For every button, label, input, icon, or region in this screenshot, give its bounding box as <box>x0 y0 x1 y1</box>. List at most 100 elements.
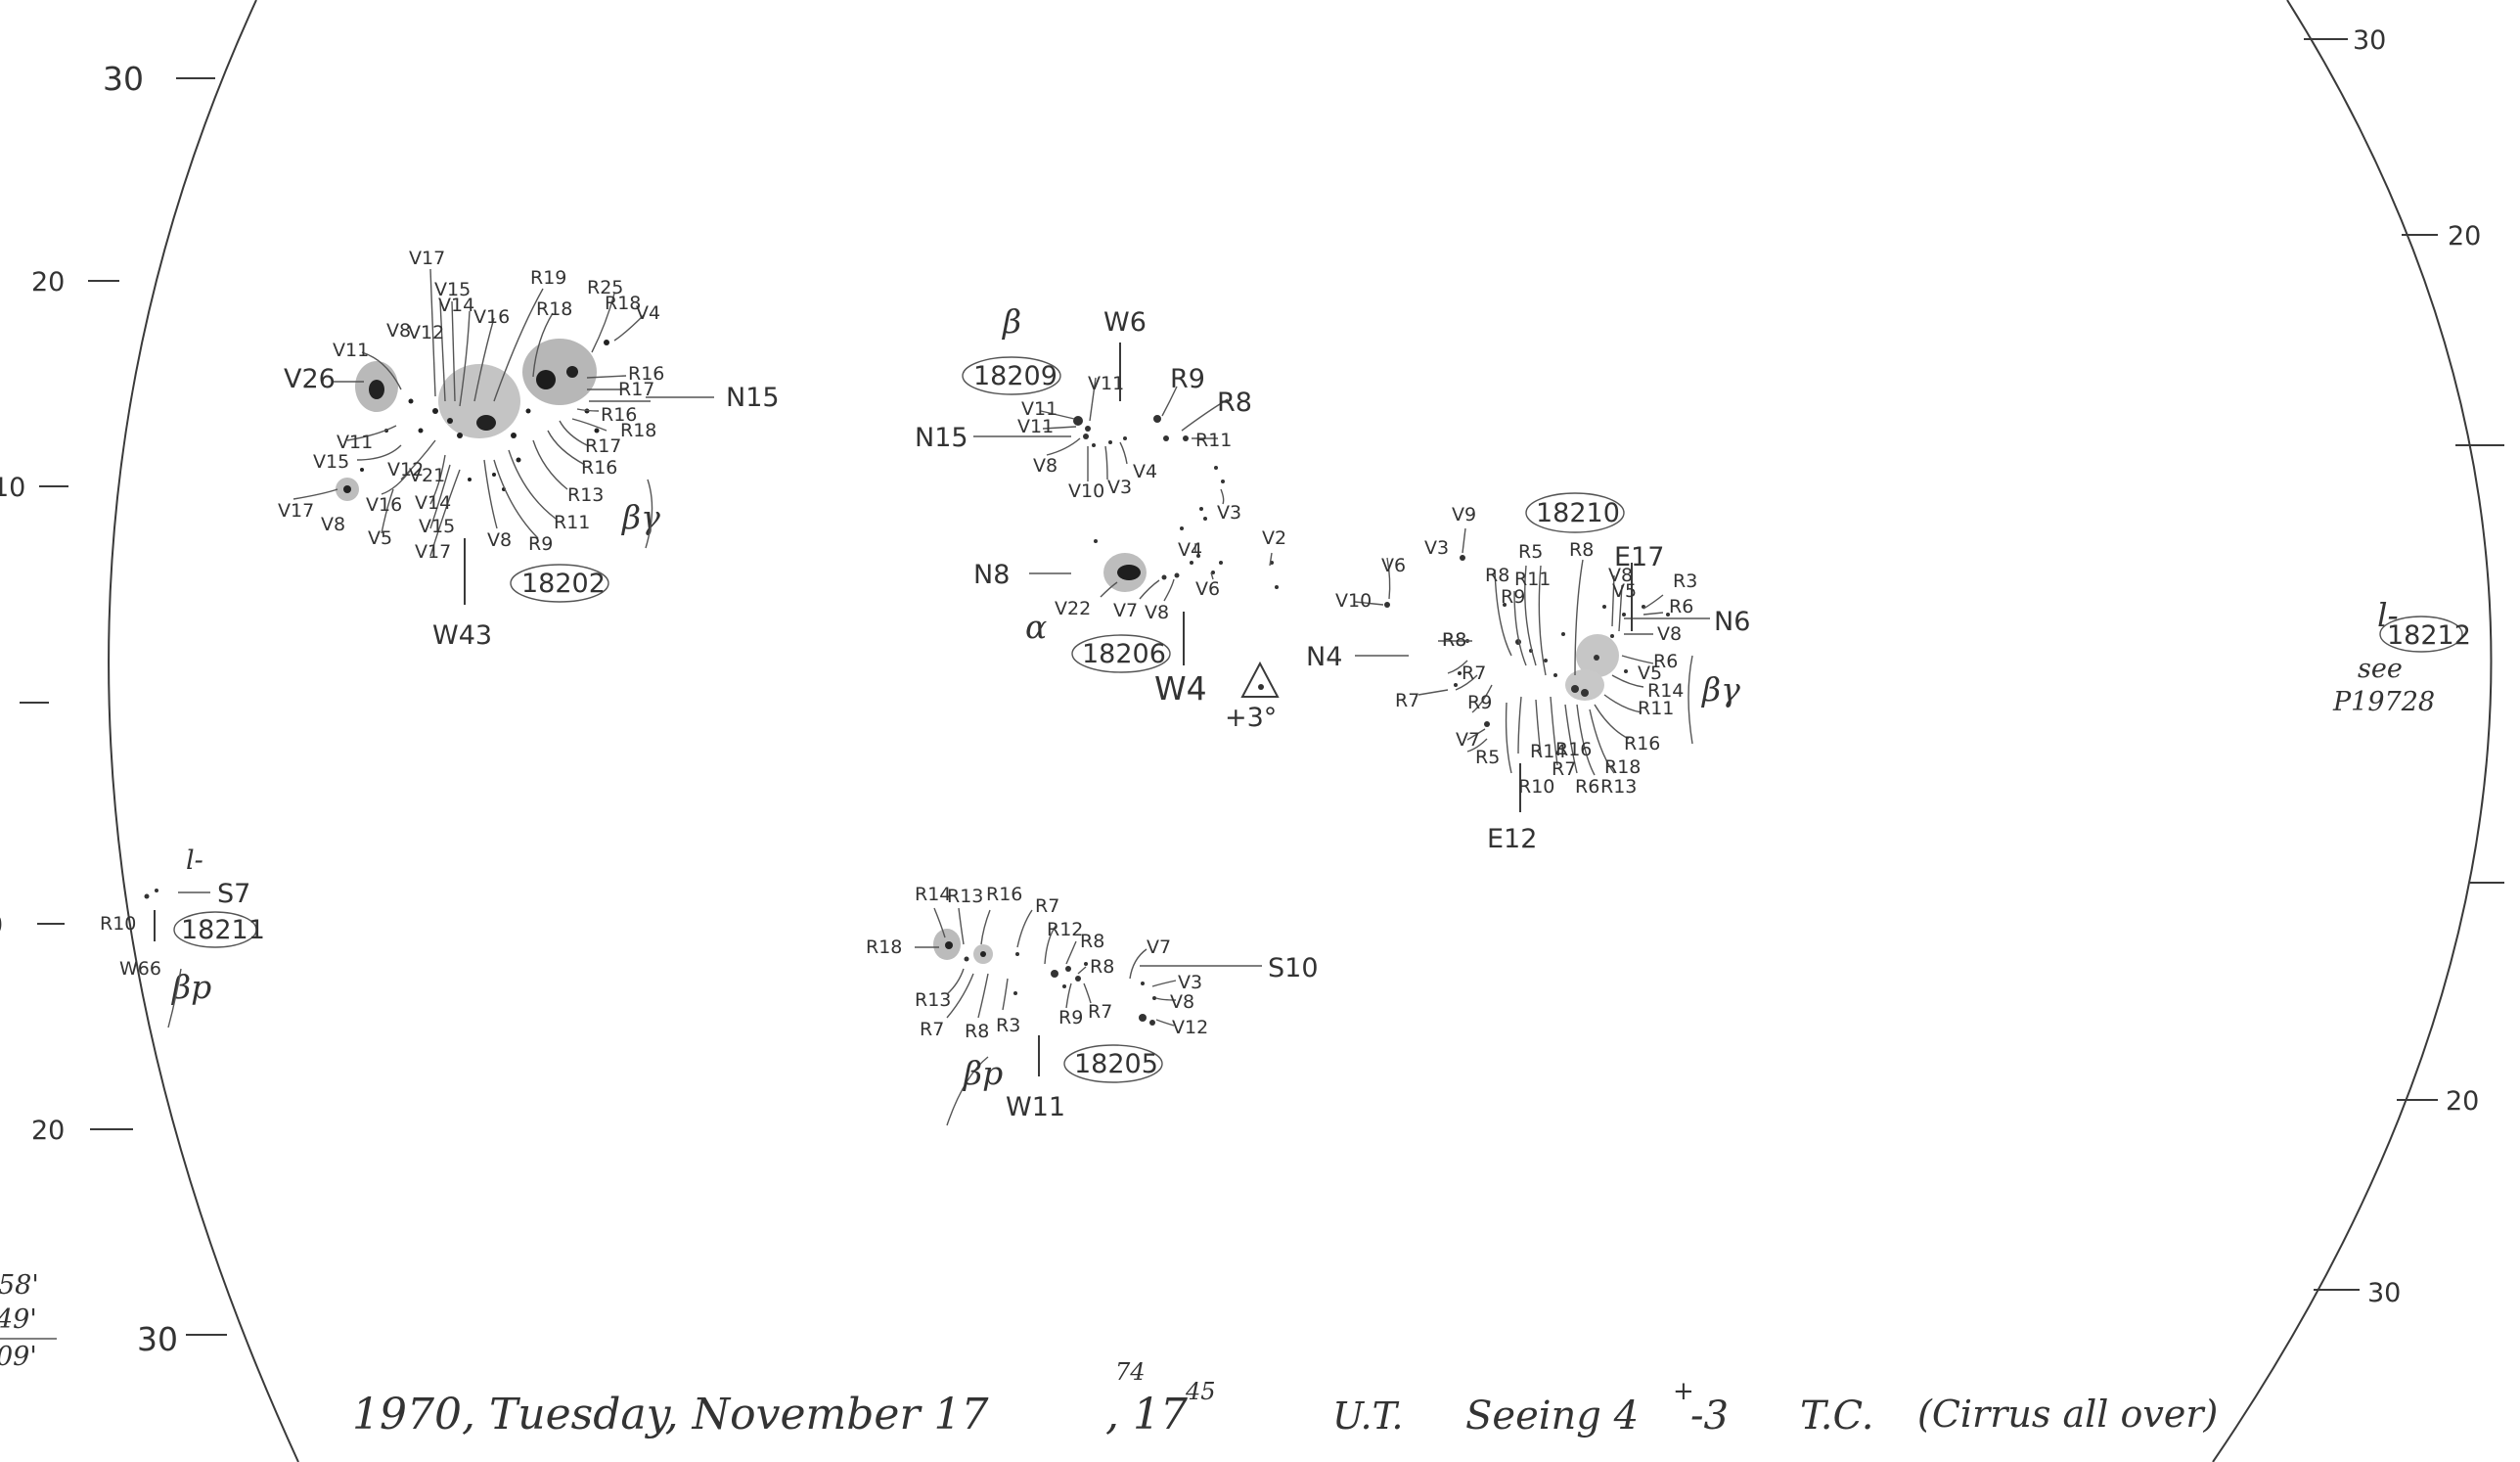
footer-observer: T.C. <box>1800 1393 1873 1439</box>
svg-text:R3: R3 <box>996 1015 1020 1036</box>
svg-text:V14: V14 <box>438 295 474 316</box>
svg-text:V6: V6 <box>1381 555 1406 576</box>
group-class: βγ <box>1700 670 1740 708</box>
footer-time-b: , 17 <box>1105 1390 1188 1439</box>
footer-time-b-sup: 45 <box>1185 1378 1216 1405</box>
sunspot-group-18210: N4 E12 E17 N6 18210 βγ V9 V3 V6 V10 R8 R… <box>1306 492 1750 854</box>
group-prefix: l- <box>186 845 203 876</box>
svg-text:V10: V10 <box>1068 480 1104 502</box>
triangle-marker-icon <box>1240 661 1280 698</box>
footer-time-a: 74 <box>1115 1358 1146 1386</box>
group-class: βp <box>962 1054 1003 1092</box>
svg-text:V3: V3 <box>1178 972 1202 993</box>
solar-limb-right <box>2212 0 2493 1462</box>
margin-note: 58' <box>0 1270 39 1301</box>
group-east-label-2: E17 <box>1614 542 1664 572</box>
svg-text:V14: V14 <box>415 492 451 514</box>
svg-text:R12: R12 <box>1047 919 1083 940</box>
svg-text:R10: R10 <box>1518 776 1554 798</box>
group-west-label: W43 <box>432 620 492 651</box>
group-north-label-2: N6 <box>1714 607 1750 637</box>
svg-text:V11: V11 <box>337 432 373 453</box>
margin-note: 09' <box>0 1342 37 1372</box>
svg-text:R8: R8 <box>1090 956 1114 978</box>
svg-text:V4: V4 <box>1178 539 1202 561</box>
group-north-label: N15 <box>915 423 968 453</box>
margin-notes: 58' 49' 09' <box>0 1270 57 1372</box>
svg-text:R9: R9 <box>1501 586 1525 608</box>
svg-text:V4: V4 <box>1133 461 1157 482</box>
svg-text:R17: R17 <box>618 379 654 400</box>
scale-right-label: 30 <box>2353 25 2386 56</box>
group-west-label: W66 <box>119 958 161 980</box>
svg-text:V11: V11 <box>1021 398 1058 420</box>
svg-text:V2: V2 <box>1262 527 1286 549</box>
svg-text:V8: V8 <box>1608 565 1633 586</box>
svg-text:R7: R7 <box>1088 1001 1112 1023</box>
svg-text:R18: R18 <box>620 420 656 441</box>
group-west-label: W6 <box>1103 307 1147 338</box>
svg-text:R7: R7 <box>1395 690 1419 711</box>
svg-text:V5: V5 <box>1638 662 1662 684</box>
svg-text:V16: V16 <box>473 306 510 328</box>
group-note: P19728 <box>2332 687 2435 717</box>
svg-text:R11: R11 <box>1195 430 1232 451</box>
svg-text:R18: R18 <box>866 937 902 958</box>
svg-text:V3: V3 <box>1217 502 1241 524</box>
svg-text:V17: V17 <box>278 500 314 522</box>
svg-text:V15: V15 <box>313 451 349 473</box>
svg-text:V11: V11 <box>1017 416 1054 437</box>
svg-text:V17: V17 <box>409 248 445 269</box>
scale-left-label: 0 <box>0 910 3 940</box>
sunspot-group-18206: N8 α 18206 W4 V22 V7 V8 V4 V6 V2 +3° <box>973 507 1286 733</box>
latitude-scale-right: 30 20 20 30 <box>2304 25 2504 1308</box>
svg-text:V7: V7 <box>1147 937 1171 958</box>
group-class: βγ <box>620 498 660 536</box>
scale-left-label: 30 <box>103 60 144 98</box>
svg-text:V17: V17 <box>415 541 451 563</box>
svg-text:R7: R7 <box>1462 662 1486 684</box>
scale-right-label: 20 <box>2446 1086 2479 1117</box>
footer-note: (Cirrus all over) <box>1917 1393 2218 1436</box>
svg-text:R18: R18 <box>536 298 572 320</box>
svg-text:R18: R18 <box>1604 756 1641 778</box>
svg-text:R7: R7 <box>1035 895 1059 917</box>
svg-text:V8: V8 <box>386 320 411 342</box>
svg-text:V22: V22 <box>1055 598 1091 619</box>
scale-left-label: 20 <box>31 1116 65 1146</box>
svg-text:V12: V12 <box>408 322 444 343</box>
solar-limb-left <box>108 0 299 1462</box>
group-number: 18212 <box>2387 620 2471 651</box>
svg-text:V10: V10 <box>1335 590 1372 612</box>
sunspot-group-18212: l- 18212 see P19728 <box>2332 596 2471 717</box>
svg-text:V16: V16 <box>366 494 402 516</box>
svg-text:R9: R9 <box>1170 364 1205 394</box>
svg-text:R7: R7 <box>920 1019 944 1040</box>
svg-text:R11: R11 <box>554 512 590 533</box>
svg-text:R8: R8 <box>1485 565 1509 586</box>
group-north-label: N8 <box>973 560 1010 590</box>
svg-text:R13: R13 <box>1600 776 1637 798</box>
group-class: βp <box>170 968 211 1006</box>
svg-text:R13: R13 <box>947 886 983 907</box>
footer-seeing-sup: + <box>1673 1377 1694 1406</box>
svg-text:V11: V11 <box>1088 373 1124 394</box>
svg-text:V8: V8 <box>321 514 345 535</box>
group-class: β <box>1001 302 1021 341</box>
svg-text:V26: V26 <box>284 364 336 394</box>
group-number: 18209 <box>973 361 1058 391</box>
svg-text:R17: R17 <box>585 435 621 457</box>
group-west-label: W4 <box>1154 669 1207 708</box>
svg-text:R13: R13 <box>915 989 951 1011</box>
group-note: see <box>2358 654 2403 684</box>
group-class: α <box>1025 608 1047 646</box>
group-number: 18206 <box>1082 639 1166 669</box>
svg-text:V5: V5 <box>368 527 392 549</box>
svg-text:V11: V11 <box>333 340 369 361</box>
footer-seeing: Seeing 4 <box>1465 1393 1639 1439</box>
group-number: 18210 <box>1536 498 1620 528</box>
svg-text:R5: R5 <box>1475 747 1500 768</box>
svg-text:R9: R9 <box>528 533 553 555</box>
svg-text:V8: V8 <box>1145 602 1169 623</box>
